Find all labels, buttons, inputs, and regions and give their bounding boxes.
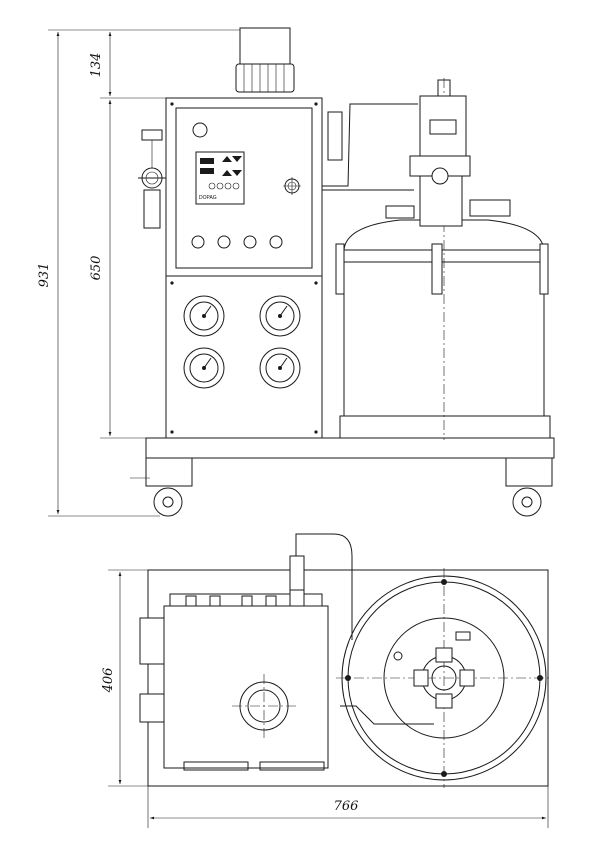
top-motor — [235, 27, 295, 93]
plan-cabinet — [139, 589, 329, 771]
pressure-gauge — [183, 347, 225, 389]
dimension-lines-vertical — [48, 29, 240, 517]
dim-plan-depth: 406 — [101, 668, 116, 694]
panel-button — [191, 235, 205, 249]
controller-brand: DOPAG — [199, 195, 217, 201]
pressure-gauges — [183, 295, 301, 389]
dim-top-cap-height: 134 — [89, 53, 104, 78]
dimension-lines-plan — [108, 569, 549, 828]
plan-tank — [336, 568, 552, 788]
panel-button — [269, 235, 283, 249]
control-cabinet: DOPAG — [165, 97, 323, 439]
pressure-gauge — [183, 295, 225, 337]
plan-view: 406 766 — [101, 533, 552, 828]
base-frame — [130, 437, 555, 517]
pressure-gauge — [259, 347, 301, 389]
dim-plan-width: 766 — [334, 799, 359, 814]
front-elevation: 931 134 650 — [37, 27, 555, 517]
hose-fitting — [322, 103, 418, 191]
air-filter-regulator — [138, 129, 166, 229]
plan-hose — [295, 533, 353, 640]
pressure-gauge — [259, 295, 301, 337]
panel-button — [243, 235, 257, 249]
panel-button — [217, 235, 231, 249]
dim-cabinet-height: 650 — [89, 256, 104, 281]
dim-total-height: 931 — [37, 263, 52, 288]
pump — [385, 79, 511, 227]
